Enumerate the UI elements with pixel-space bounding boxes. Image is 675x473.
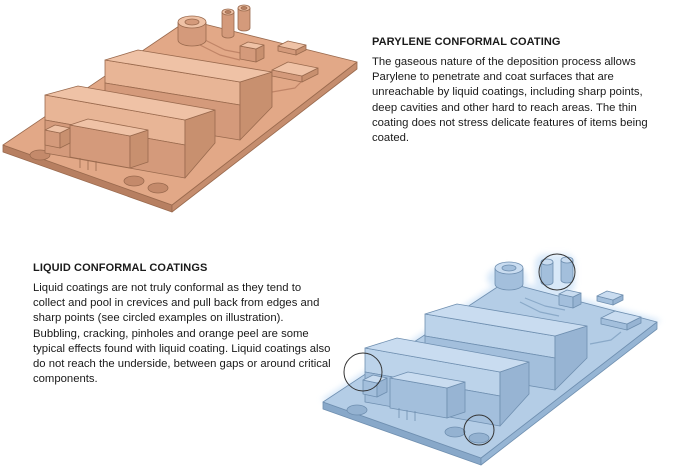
small-block (600, 310, 642, 325)
post (540, 258, 554, 266)
small-block (271, 61, 319, 77)
defect-circle (463, 414, 495, 446)
parylene-description: PARYLENE CONFORMAL COATING The gaseous n… (372, 36, 670, 146)
post (560, 256, 574, 264)
module (69, 118, 149, 137)
liquid-heading: LIQUID CONFORMAL COATINGS (33, 262, 208, 274)
trace (199, 44, 241, 61)
trace (204, 39, 247, 55)
small-block (558, 289, 582, 298)
trace (519, 301, 560, 317)
parylene-body: The gaseous nature of the deposition pro… (372, 56, 648, 145)
defect-circle (538, 253, 576, 291)
small-block (596, 290, 624, 301)
trace (524, 297, 566, 311)
liquid-body: Liquid coatings are not truly conformal … (33, 282, 331, 386)
cube (44, 124, 71, 134)
trace (589, 331, 622, 345)
mounting-hole (444, 426, 466, 438)
chip-long (364, 337, 530, 373)
parylene-board-illustration (0, 0, 360, 225)
module (389, 371, 466, 389)
mounting-hole (346, 404, 368, 416)
mounting-hole (147, 182, 169, 194)
mounting-hole (123, 175, 145, 187)
small-block (277, 40, 307, 51)
liquid-board-illustration (315, 240, 675, 468)
liquid-description: LIQUID CONFORMAL COATINGS Liquid coating… (33, 262, 331, 387)
defect-circle (343, 352, 383, 392)
chip-large (424, 303, 588, 337)
small-block (239, 41, 265, 50)
mounting-hole (468, 432, 490, 444)
chip-long (44, 85, 216, 121)
parylene-heading: PARYLENE CONFORMAL COATING (372, 36, 561, 48)
